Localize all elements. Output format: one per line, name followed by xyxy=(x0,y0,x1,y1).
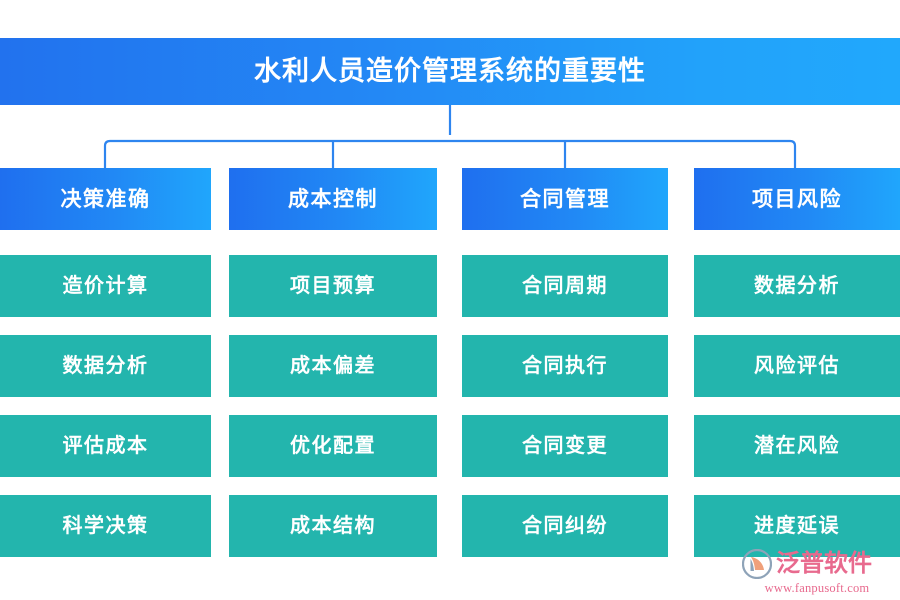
leaf-box-label: 合同执行 xyxy=(522,355,608,377)
leaf-row-3: 评估成本 优化配置 合同变更 潜在风险 xyxy=(0,415,900,477)
leaf-box-label: 评估成本 xyxy=(62,435,149,457)
category-header-contract[interactable]: 合同管理 xyxy=(462,168,668,230)
leaf-box-label: 合同周期 xyxy=(522,275,608,297)
leaf-box-label: 潜在风险 xyxy=(754,435,840,457)
leaf-box-label: 成本结构 xyxy=(290,515,376,537)
leaf-box[interactable]: 科学决策 xyxy=(0,495,211,557)
connector-lines xyxy=(103,105,797,168)
leaf-box[interactable]: 合同变更 xyxy=(462,415,668,477)
logo-brand-text: 泛普软件 xyxy=(776,551,872,577)
leaf-row-4: 科学决策 成本结构 合同纠纷 进度延误 xyxy=(0,495,900,557)
leaf-box[interactable]: 项目预算 xyxy=(229,255,437,317)
leaf-box[interactable]: 潜在风险 xyxy=(694,415,900,477)
leaf-row-1: 造价计算 项目预算 合同周期 数据分析 xyxy=(0,255,900,317)
leaf-box-label: 科学决策 xyxy=(62,515,149,537)
leaf-box[interactable]: 数据分析 xyxy=(0,335,211,397)
leaf-box[interactable]: 成本偏差 xyxy=(229,335,437,397)
leaf-box[interactable]: 数据分析 xyxy=(694,255,900,317)
logo-brand-row: 泛普软件 xyxy=(742,548,892,580)
leaf-box[interactable]: 进度延误 xyxy=(694,495,900,557)
leaf-box[interactable]: 风险评估 xyxy=(694,335,900,397)
category-header-label: 合同管理 xyxy=(520,186,610,211)
leaf-box-label: 风险评估 xyxy=(754,355,840,377)
category-header-label: 项目风险 xyxy=(752,186,842,211)
leaf-box[interactable]: 合同纠纷 xyxy=(462,495,668,557)
leaf-box[interactable]: 造价计算 xyxy=(0,255,211,317)
leaf-box-label: 数据分析 xyxy=(62,355,149,377)
page-title: 水利人员造价管理系统的重要性 xyxy=(254,56,646,86)
leaf-box-label: 数据分析 xyxy=(754,275,840,297)
diagram-title-banner: 水利人员造价管理系统的重要性 xyxy=(0,38,900,105)
leaf-box[interactable]: 成本结构 xyxy=(229,495,437,557)
leaf-box-label: 造价计算 xyxy=(62,275,149,297)
leaf-box-label: 合同变更 xyxy=(522,435,608,457)
leaf-box-label: 优化配置 xyxy=(290,435,376,457)
category-header-label: 决策准确 xyxy=(60,186,151,211)
leaf-box-label: 合同纠纷 xyxy=(522,515,608,537)
category-header-decision[interactable]: 决策准确 xyxy=(0,168,211,230)
leaf-box-label: 成本偏差 xyxy=(290,355,376,377)
category-header-row: 决策准确 成本控制 合同管理 项目风险 xyxy=(0,168,900,230)
logo-url-text: www.fanpusoft.com xyxy=(764,581,870,595)
category-header-label: 成本控制 xyxy=(288,186,378,211)
leaf-box[interactable]: 合同执行 xyxy=(462,335,668,397)
watermark-logo: 泛普软件 www.fanpusoft.com xyxy=(742,548,892,596)
leaf-box-label: 项目预算 xyxy=(290,275,376,297)
leaf-box[interactable]: 合同周期 xyxy=(462,255,668,317)
fanpu-circle-logo-icon xyxy=(742,549,772,579)
leaf-box[interactable]: 优化配置 xyxy=(229,415,437,477)
leaf-box-label: 进度延误 xyxy=(754,515,840,537)
connector-bus xyxy=(103,139,797,168)
leaf-box[interactable]: 评估成本 xyxy=(0,415,211,477)
category-header-cost[interactable]: 成本控制 xyxy=(229,168,437,230)
category-header-risk[interactable]: 项目风险 xyxy=(694,168,900,230)
leaf-row-2: 数据分析 成本偏差 合同执行 风险评估 xyxy=(0,335,900,397)
